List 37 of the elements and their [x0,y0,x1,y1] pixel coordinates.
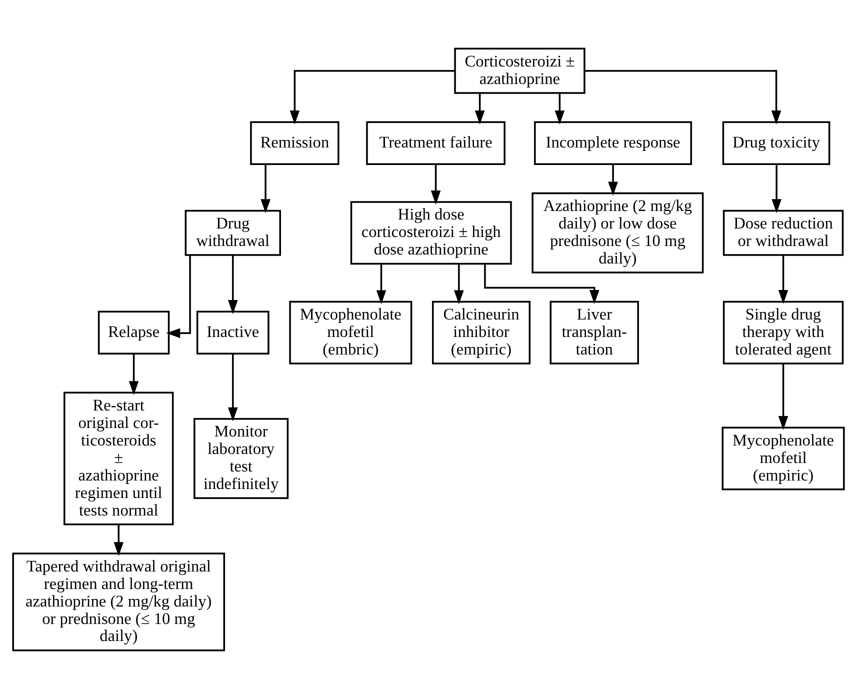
arrow [114,524,124,556]
node-box: Remission [250,121,340,165]
node-box: Incomplete response [534,121,692,165]
arrow [166,255,191,338]
arrow [228,354,238,422]
node-box: Mycophenolate mofetil (empiric) [722,426,845,490]
node-box: Drug withdrawal [184,210,281,256]
arrow [260,164,270,214]
node-box: Treatment failure [366,121,506,165]
arrow [484,264,600,304]
arrow [608,164,618,196]
arrow [454,264,464,304]
node-box: Tapered withdrawal original regimen and long-term azathioprine (2 mg/kg daily) or prednisone (≤ 10 mg daily) [12,552,226,652]
arrow [778,256,788,304]
node-box: Dose reduction or withdrawal [722,210,844,256]
node-box: Monitor laboratory test indefinitely [194,418,289,500]
arrow [430,164,441,205]
arrow [228,256,238,314]
node-box: Mycophenolate mofetil (embric) [289,300,412,364]
arrow [772,164,782,214]
node-box: High dose corticosteroizi ± high dose azathioprine [350,201,512,265]
node-box: Calcineurin inhibitor (empiric) [432,300,531,364]
node-box: Single drug therapy with tolerated agent [722,300,844,364]
node-box: Re-start original cor- ticosteroids ± azathioprine regimen until tests normal [64,392,174,526]
arrow [778,364,788,430]
arrow [290,70,455,124]
node-box: Azathioprine (2 mg/kg daily) or low dose prednisone (≤ 10 mg daily) [532,192,704,274]
node-box: Liver transplan- tation [550,300,639,364]
arrow [376,264,386,304]
arrow [554,93,565,125]
node-box: Corticosteroizi ± azathioprine [454,48,586,94]
node-box: Drug toxicity [722,121,830,165]
arrow [474,93,485,125]
node-box: Inactive [196,310,270,354]
arrow [128,354,139,396]
arrow [584,70,782,124]
node-box: Relapse [98,310,170,354]
